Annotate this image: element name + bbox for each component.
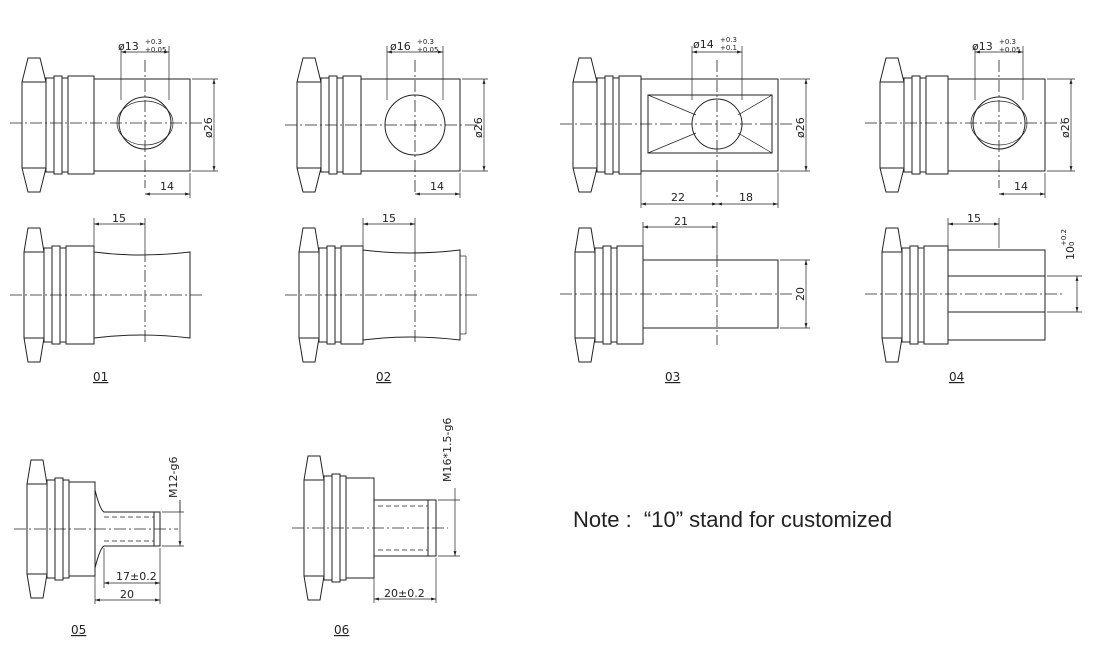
v01-hole-offset: 14	[160, 180, 174, 193]
v01-label: 01	[93, 370, 108, 384]
v06-label: 06	[334, 623, 349, 637]
v04-hole-tol-upper: +0.3	[999, 38, 1016, 46]
v02-body-dia: ø26	[472, 117, 485, 138]
v01-hole-tol-lower: +0.05	[145, 46, 166, 54]
v04-body-dia: ø26	[1059, 117, 1072, 138]
v06-thread-length: 20±0.2	[384, 587, 425, 600]
variant-04-side-view	[865, 218, 1082, 363]
v01-body-dia: ø26	[202, 117, 215, 138]
v01-hole-tol-upper: +0.3	[145, 38, 162, 46]
v05-label: 05	[71, 623, 86, 637]
v03-hole-tol-upper: +0.3	[720, 36, 737, 44]
variant-03-top-view	[560, 46, 810, 208]
v03-hole-tol-lower: +0.1	[720, 44, 737, 52]
v03-dim-right: 18	[739, 191, 753, 204]
v02-hole-tol-upper: +0.3	[417, 38, 434, 46]
v04-slot-tol-lower: 0	[1068, 242, 1076, 246]
note-text: Note : “10” stand for customized	[573, 507, 892, 532]
v03-side-thickness: 20	[794, 287, 807, 301]
v05-thread: M12-g6	[167, 457, 180, 498]
v04-slot-tol-upper: +0.2	[1060, 229, 1068, 246]
v02-label: 02	[376, 370, 391, 384]
v04-slot: 10	[1064, 246, 1077, 260]
v02-hole-dia: ø16	[390, 40, 411, 53]
v04-hole-offset: 14	[1014, 180, 1028, 193]
variant-02-side-view	[285, 218, 478, 363]
variant-05-view	[14, 459, 184, 604]
v01-side-length: 15	[112, 212, 126, 225]
v02-side-length: 15	[382, 212, 396, 225]
variant-01-top-view	[10, 46, 218, 198]
v04-hole-dia: ø13	[972, 40, 993, 53]
v03-body-dia: ø26	[794, 117, 807, 138]
v03-hole-dia: ø14	[693, 38, 714, 51]
v05-total-length: 20	[120, 588, 134, 601]
v02-hole-tol-lower: +0.05	[417, 46, 438, 54]
variant-03-side-view	[560, 222, 810, 363]
v05-thread-length: 17±0.2	[116, 570, 157, 583]
variant-06-view	[292, 455, 460, 603]
v01-hole-dia: ø13	[118, 40, 139, 53]
v04-side-length: 15	[967, 212, 981, 225]
v04-label: 04	[949, 370, 964, 384]
variant-04-top-view	[865, 46, 1075, 198]
v02-hole-offset: 14	[430, 180, 444, 193]
v04-hole-tol-lower: +0.05	[999, 46, 1020, 54]
variant-01-side-view	[10, 218, 205, 363]
v03-side-length: 21	[674, 215, 688, 228]
v06-thread: M16*1.5-g6	[441, 418, 454, 482]
variant-02-top-view	[285, 46, 488, 198]
v03-label: 03	[665, 370, 680, 384]
v03-dim-left: 22	[671, 191, 685, 204]
